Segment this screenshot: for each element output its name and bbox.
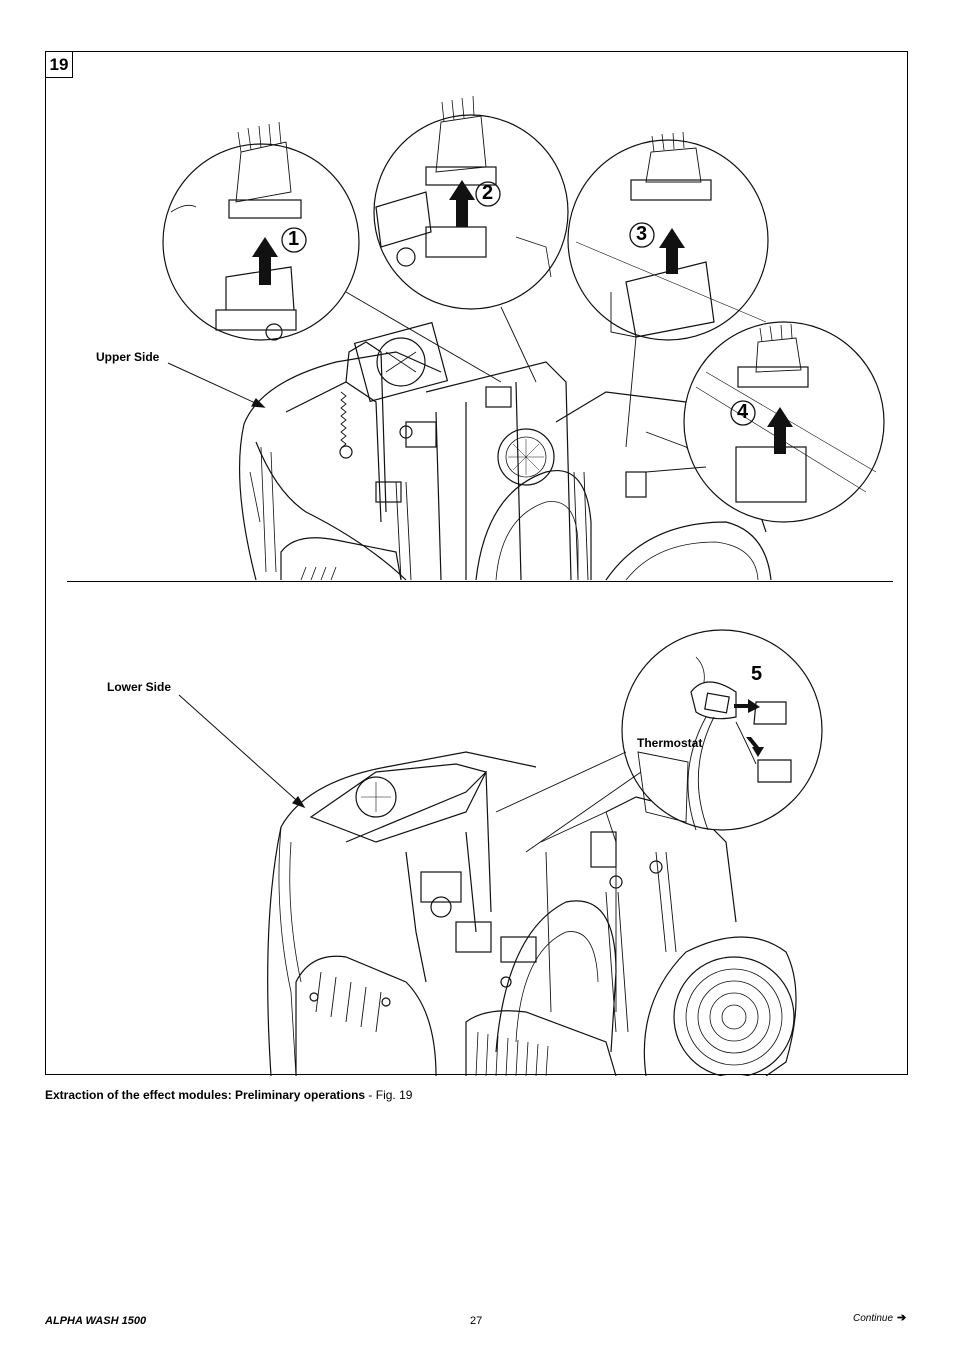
- zoom-circle-5: [621, 629, 823, 831]
- caption-title: Extraction of the effect modules: Prelim…: [45, 1088, 366, 1102]
- section-divider: [67, 581, 893, 582]
- caption-figure-ref: - Fig. 19: [365, 1088, 413, 1102]
- footer-product-name: ALPHA WASH 1500: [45, 1315, 147, 1327]
- callout-upper-side: Upper Side: [96, 350, 160, 364]
- lower-fixture-drawing: [267, 751, 797, 1076]
- callout-lower-side: Lower Side: [107, 680, 172, 694]
- step-label-4: 4: [737, 401, 749, 423]
- zoom-circle-1: [162, 121, 360, 341]
- footer-page-number: 27: [470, 1315, 483, 1327]
- step-label-5: 5: [751, 663, 763, 685]
- footer-continue: Continue➔: [853, 1311, 906, 1324]
- arrow-right-icon: ➔: [897, 1312, 907, 1324]
- figure-number: 19: [46, 52, 73, 78]
- step-arrows-lower: [734, 699, 764, 757]
- figure-caption: Extraction of the effect modules: Prelim…: [45, 1088, 412, 1102]
- callout-thermostat: Thermostat: [637, 736, 703, 750]
- step-arrows-upper: [252, 180, 793, 454]
- continue-label: Continue: [853, 1313, 894, 1324]
- step-label-3: 3: [636, 223, 648, 245]
- step-label-1: 1: [288, 228, 300, 250]
- step-label-2: 2: [482, 182, 494, 204]
- technical-illustration: [162, 95, 885, 1076]
- figure-frame: 19: [45, 51, 908, 1076]
- zoom-circle-2: [373, 95, 569, 310]
